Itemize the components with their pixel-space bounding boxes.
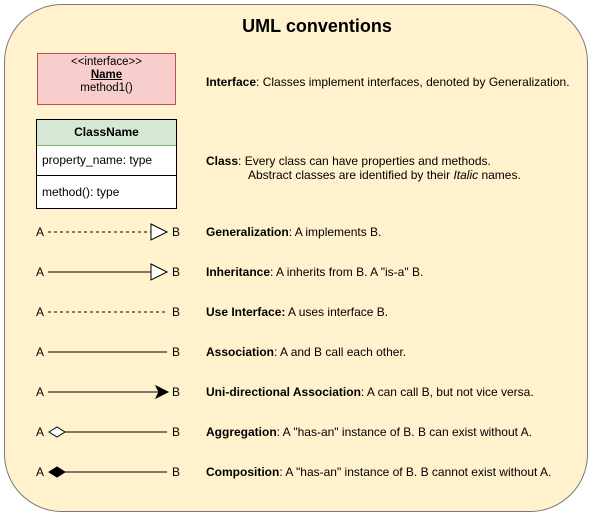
aggregation-connector[interactable]: [48, 426, 167, 438]
association-b-label: B: [172, 345, 181, 359]
class-box[interactable]: ClassName property_name: type method(): …: [36, 119, 177, 209]
aggregation-b-label: B: [172, 425, 181, 439]
generalization-a-label: A: [36, 225, 45, 239]
inheritance-description: Inheritance: A inherits from B. A "is-a"…: [206, 265, 423, 279]
composition-a-label: A: [36, 465, 45, 479]
filled-arrowhead-icon: [154, 384, 170, 400]
class-property: property_name: type: [37, 146, 176, 176]
composition-connector[interactable]: [48, 466, 167, 478]
inheritance-b-label: B: [172, 265, 181, 279]
composition-term: Composition: [206, 465, 280, 479]
inheritance-a-label: A: [36, 265, 45, 279]
filled-diamond-icon: [48, 466, 66, 478]
association-a-label: A: [36, 345, 45, 359]
uni-association-term: Uni-directional Association: [206, 385, 361, 399]
composition-b-label: B: [172, 465, 181, 479]
generalization-text: : A implements B.: [288, 225, 382, 239]
use-interface-a-label: A: [36, 305, 45, 319]
class-line2-italic: Italic: [453, 168, 479, 182]
uni-association-b-label: B: [172, 385, 181, 399]
hollow-triangle-arrowhead-icon: [150, 263, 169, 281]
uni-association-text: : A can call B, but not vice versa.: [360, 385, 534, 399]
generalization-b-label: B: [172, 225, 181, 239]
interface-description: Interface: Classes implement interfaces,…: [206, 75, 570, 89]
interface-term: Interface: [206, 75, 257, 89]
diagram-title: UML conventions: [242, 16, 392, 36]
generalization-connector[interactable]: [48, 223, 169, 241]
use-interface-b-label: B: [172, 305, 181, 319]
interface-box[interactable]: <<interface>> Name method1(): [37, 53, 176, 105]
aggregation-text: : A "has-an" instance of B. B can exist …: [276, 425, 532, 439]
inheritance-text: : A inherits from B. A "is-a" B.: [270, 265, 424, 279]
hollow-diamond-icon: [48, 426, 66, 438]
interface-stereotype: <<interface>>: [71, 56, 142, 68]
class-line2-post: names.: [478, 168, 521, 182]
aggregation-term: Aggregation: [206, 425, 277, 439]
use-interface-description: Use Interface: A uses interface B.: [206, 305, 388, 319]
class-description: Class: Every class can have properties a…: [206, 154, 491, 168]
use-interface-text: A uses interface B.: [285, 305, 389, 319]
uni-association-connector[interactable]: [48, 384, 170, 400]
class-description-line2: Abstract classes are identified by their…: [248, 168, 521, 182]
interface-method: method1(): [80, 82, 133, 94]
inheritance-connector[interactable]: [48, 263, 169, 281]
generalization-term: Generalization: [206, 225, 289, 239]
composition-description: Composition: A "has-an" instance of B. B…: [206, 465, 551, 479]
class-method: method(): type: [42, 185, 120, 199]
class-line2-pre: Abstract classes are identified by their: [248, 168, 454, 182]
class-text: : Every class can have properties and me…: [238, 154, 491, 168]
class-term: Class: [206, 154, 239, 168]
association-description: Association: A and B call each other.: [206, 345, 406, 359]
uni-association-description: Uni-directional Association: A can call …: [206, 385, 534, 399]
use-interface-term: Use Interface:: [206, 305, 286, 319]
interface-name: Name: [90, 69, 123, 81]
hollow-triangle-arrowhead-icon: [150, 223, 169, 241]
uni-association-a-label: A: [36, 385, 45, 399]
aggregation-description: Aggregation: A "has-an" instance of B. B…: [206, 425, 532, 439]
association-text: : A and B call each other.: [274, 345, 407, 359]
interface-text: : Classes implement interfaces, denoted …: [256, 75, 570, 89]
aggregation-a-label: A: [36, 425, 45, 439]
generalization-description: Generalization: A implements B.: [206, 225, 381, 239]
composition-text: : A "has-an" instance of B. B cannot exi…: [279, 465, 552, 479]
association-term: Association: [206, 345, 275, 359]
class-name: ClassName: [37, 120, 176, 146]
inheritance-term: Inheritance: [206, 265, 271, 279]
